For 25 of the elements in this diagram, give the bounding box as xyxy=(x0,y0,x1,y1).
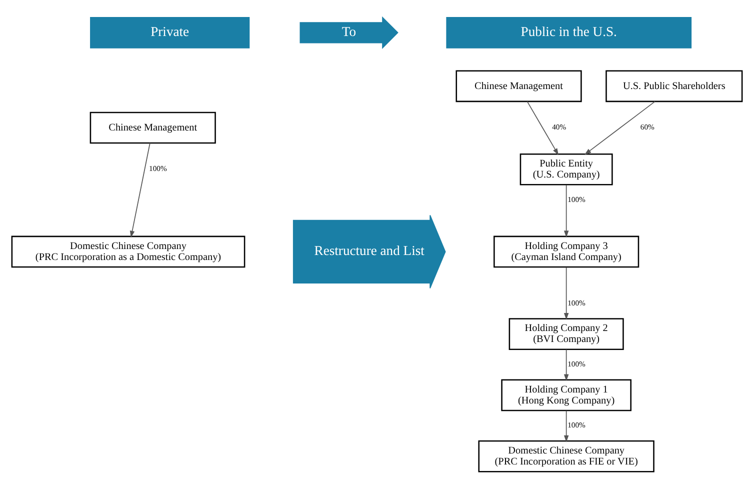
arrow xyxy=(564,184,569,238)
node-box: Domestic Chinese Company (PRC Incorporation as FIE or VIE) xyxy=(478,440,654,472)
edge-label: 100% xyxy=(149,164,167,174)
node-box: Public in the U.S. xyxy=(446,16,692,48)
edge-label: 60% xyxy=(640,122,654,132)
node-box: Private xyxy=(90,16,250,48)
node-box: Public Entity (U.S. Company) xyxy=(520,153,613,186)
arrow xyxy=(130,142,150,238)
node-box: Holding Company 3 (Cayman Island Company) xyxy=(494,236,640,268)
arrow xyxy=(564,266,569,320)
edge-label: 100% xyxy=(568,194,586,204)
arrow xyxy=(584,101,656,155)
arrow xyxy=(526,101,559,156)
node-box: Holding Company 2 (BVI Company) xyxy=(508,318,624,350)
arrow xyxy=(564,410,569,442)
edge-label: 100% xyxy=(568,420,586,430)
arrow xyxy=(564,349,569,382)
node-box: Chinese Management xyxy=(90,112,216,144)
node-box: Chinese Management xyxy=(456,70,582,102)
node-box: U.S. Public Shareholders xyxy=(606,70,743,102)
edge-label: 100% xyxy=(568,298,586,308)
edge-label: 100% xyxy=(568,360,586,368)
node-box: Holding Company 1 (Hong Kong Company) xyxy=(501,379,632,412)
edge-label: 40% xyxy=(552,122,566,132)
node-box: Domestic Chinese Company (PRC Incorporation as a Domestic Company) xyxy=(11,236,246,268)
